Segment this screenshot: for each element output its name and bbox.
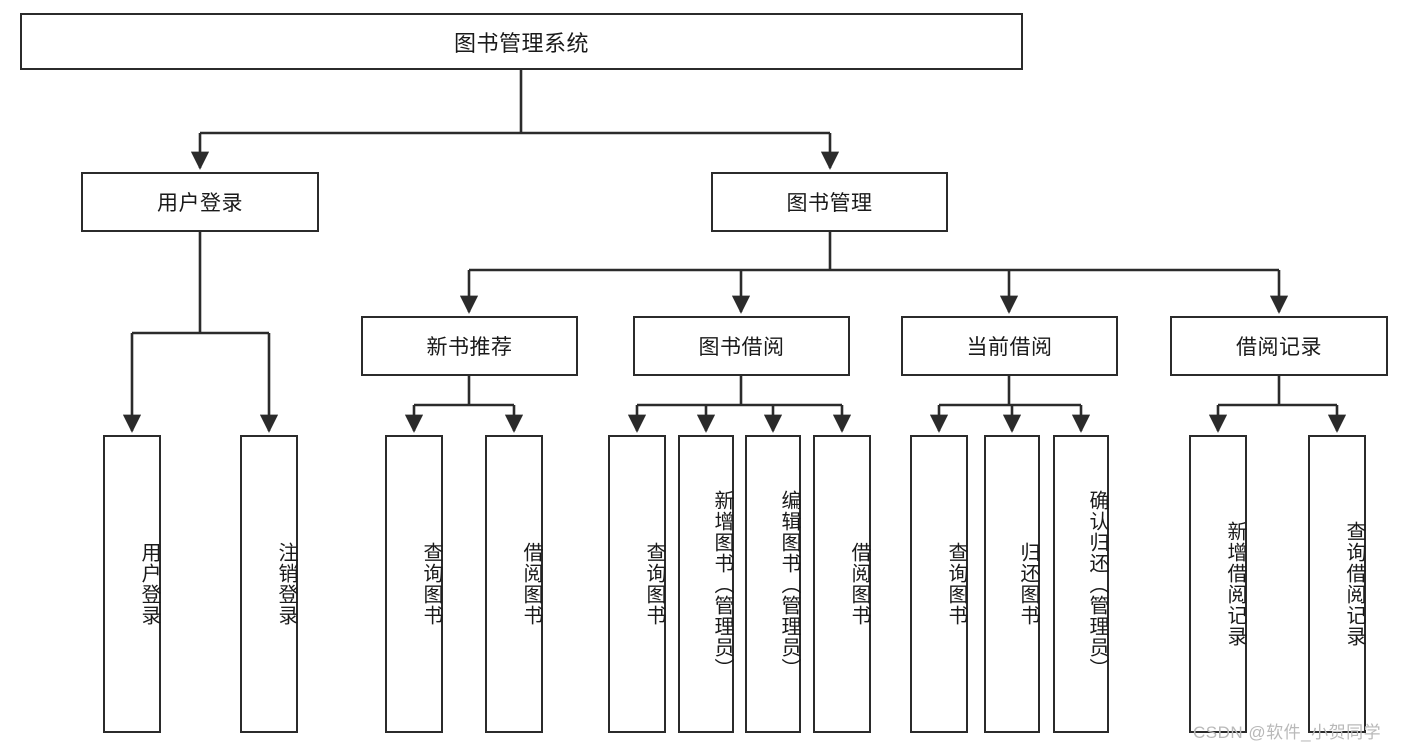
- node-leaf-logout[interactable]: 注销登录: [240, 435, 298, 733]
- node-leaf-return-book[interactable]: 归还图书: [984, 435, 1040, 733]
- node-root-label: 图书管理系统: [453, 30, 589, 56]
- node-leaf-edit-book-label: 编辑图书（管理员）: [778, 489, 800, 679]
- node-leaf-borrow-book-rec[interactable]: 借阅图书: [485, 435, 543, 733]
- node-book-manage-label: 图书管理: [786, 192, 873, 215]
- node-leaf-edit-book[interactable]: 编辑图书（管理员）: [745, 435, 801, 733]
- node-leaf-confirm-return-label: 确认归还（管理员）: [1086, 489, 1108, 679]
- node-user-login-label: 用户登录: [157, 192, 243, 215]
- node-new-book-rec[interactable]: 新书推荐: [361, 316, 578, 376]
- node-borrow-record-label: 借阅记录: [1236, 336, 1322, 359]
- node-leaf-add-record[interactable]: 新增借阅记录: [1189, 435, 1247, 733]
- node-leaf-query-book-current[interactable]: 查询图书: [910, 435, 968, 733]
- node-book-manage[interactable]: 图书管理: [711, 172, 948, 232]
- node-leaf-logout-label: 注销登录: [275, 542, 297, 626]
- node-leaf-add-book-label: 新增图书（管理员）: [711, 489, 733, 679]
- node-user-login[interactable]: 用户登录: [81, 172, 319, 232]
- node-leaf-query-book-borrow-label: 查询图书: [643, 542, 665, 626]
- node-borrow-record[interactable]: 借阅记录: [1170, 316, 1388, 376]
- node-book-borrow-label: 图书借阅: [698, 336, 785, 359]
- node-leaf-query-record[interactable]: 查询借阅记录: [1308, 435, 1366, 733]
- node-book-borrow[interactable]: 图书借阅: [633, 316, 850, 376]
- node-leaf-add-record-label: 新增借阅记录: [1224, 521, 1246, 647]
- node-leaf-user-login[interactable]: 用户登录: [103, 435, 161, 733]
- node-leaf-query-book-rec[interactable]: 查询图书: [385, 435, 443, 733]
- node-leaf-add-book[interactable]: 新增图书（管理员）: [678, 435, 734, 733]
- node-leaf-borrow-book-label: 借阅图书: [848, 542, 870, 626]
- node-leaf-query-book-borrow[interactable]: 查询图书: [608, 435, 666, 733]
- node-leaf-return-book-label: 归还图书: [1017, 542, 1039, 626]
- node-leaf-query-book-current-label: 查询图书: [945, 542, 967, 626]
- node-leaf-borrow-book-rec-label: 借阅图书: [520, 542, 542, 626]
- node-current-borrow-label: 当前借阅: [966, 336, 1053, 359]
- node-leaf-borrow-book[interactable]: 借阅图书: [813, 435, 871, 733]
- node-leaf-query-record-label: 查询借阅记录: [1343, 521, 1365, 647]
- node-leaf-confirm-return[interactable]: 确认归还（管理员）: [1053, 435, 1109, 733]
- csdn-watermark: CSDN @软件_小贺同学: [1193, 723, 1382, 742]
- node-current-borrow[interactable]: 当前借阅: [901, 316, 1118, 376]
- node-leaf-query-book-rec-label: 查询图书: [420, 542, 442, 626]
- node-leaf-user-login-label: 用户登录: [138, 542, 160, 626]
- node-new-book-rec-label: 新书推荐: [426, 336, 513, 359]
- node-root[interactable]: 图书管理系统: [20, 13, 1023, 70]
